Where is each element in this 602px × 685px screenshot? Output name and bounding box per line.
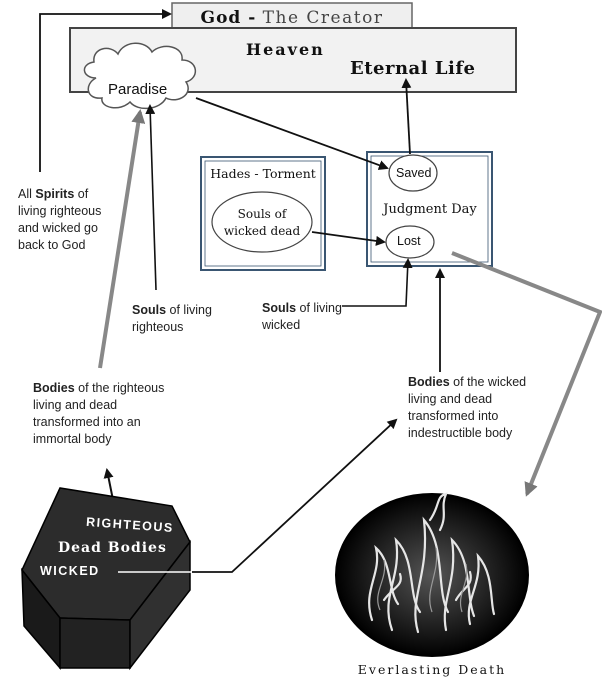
judgment-day-title: Judgment Day [383,202,477,217]
souls-wicked-dead-ellipse [211,191,313,253]
god-label: God - The Creator [172,8,412,28]
souls-wicked-arrow [342,258,413,307]
paradise-to-saved-arrow [195,97,389,170]
bodies-wicked-note: Bodies of the wicked living and dead tra… [408,374,538,442]
coffin-to-wicked-arrow [192,418,398,573]
lost-to-death-arrow [451,251,602,497]
bodies-wicked-bold: Bodies [408,375,450,389]
hades-title: Hades - Torment [210,166,316,181]
lost-ellipse [385,225,435,259]
paradise-cloud [83,42,196,110]
lost-label: Lost [397,234,421,248]
souls-wicked-rest: of living wicked [262,301,342,332]
spirits-note-bold: Spirits [35,187,75,201]
wicked-dead-to-lost-arrow [311,231,386,246]
saved-to-eternal-life-arrow [401,78,412,155]
spirits-note-pre: All [18,187,32,201]
god-prefix: God - [200,8,257,28]
bodies-righteous-bold: Bodies [33,381,75,395]
god-title: The Creator [262,8,384,28]
bodies-righteous-rest: of the righteous living and dead transfo… [33,381,165,446]
coffin-dead-bodies-label: Dead Bodies [58,540,167,556]
souls-wicked-bold: Souls [262,301,297,315]
eternal-life-label: Eternal Life [350,58,476,79]
coffin-graphic [21,487,192,671]
souls-righteous-note: Souls of living righteous [132,302,232,336]
bodies-righteous-note: Bodies of the righteous living and dead … [33,380,183,448]
heaven-title: Heaven [246,40,325,59]
coffin-to-righteous-arrow [103,468,114,501]
spirits-note-rest: of living righteous and wicked go back t… [18,187,102,252]
souls-righteous-rest: of living righteous [132,303,212,334]
spirits-arrow [39,9,172,172]
souls-righteous-arrow [145,104,157,291]
bodies-righteous-arrow [98,109,146,369]
paradise-label: Paradise [108,81,168,98]
souls-wicked-dead-label: Souls of wicked dead [223,207,301,238]
souls-righteous-bold: Souls [132,303,167,317]
fire-graphic [335,492,529,657]
bodies-wicked-rest: of the wicked living and dead transforme… [408,375,527,440]
coffin-wicked-label: WICKED [40,564,100,578]
saved-ellipse [388,154,438,192]
souls-wicked-note: Souls of living wicked [262,300,344,334]
saved-label: Saved [396,166,432,180]
everlasting-death-label: Everlasting Death [357,662,507,677]
spirits-note: All Spirits of living righteous and wick… [18,186,118,254]
